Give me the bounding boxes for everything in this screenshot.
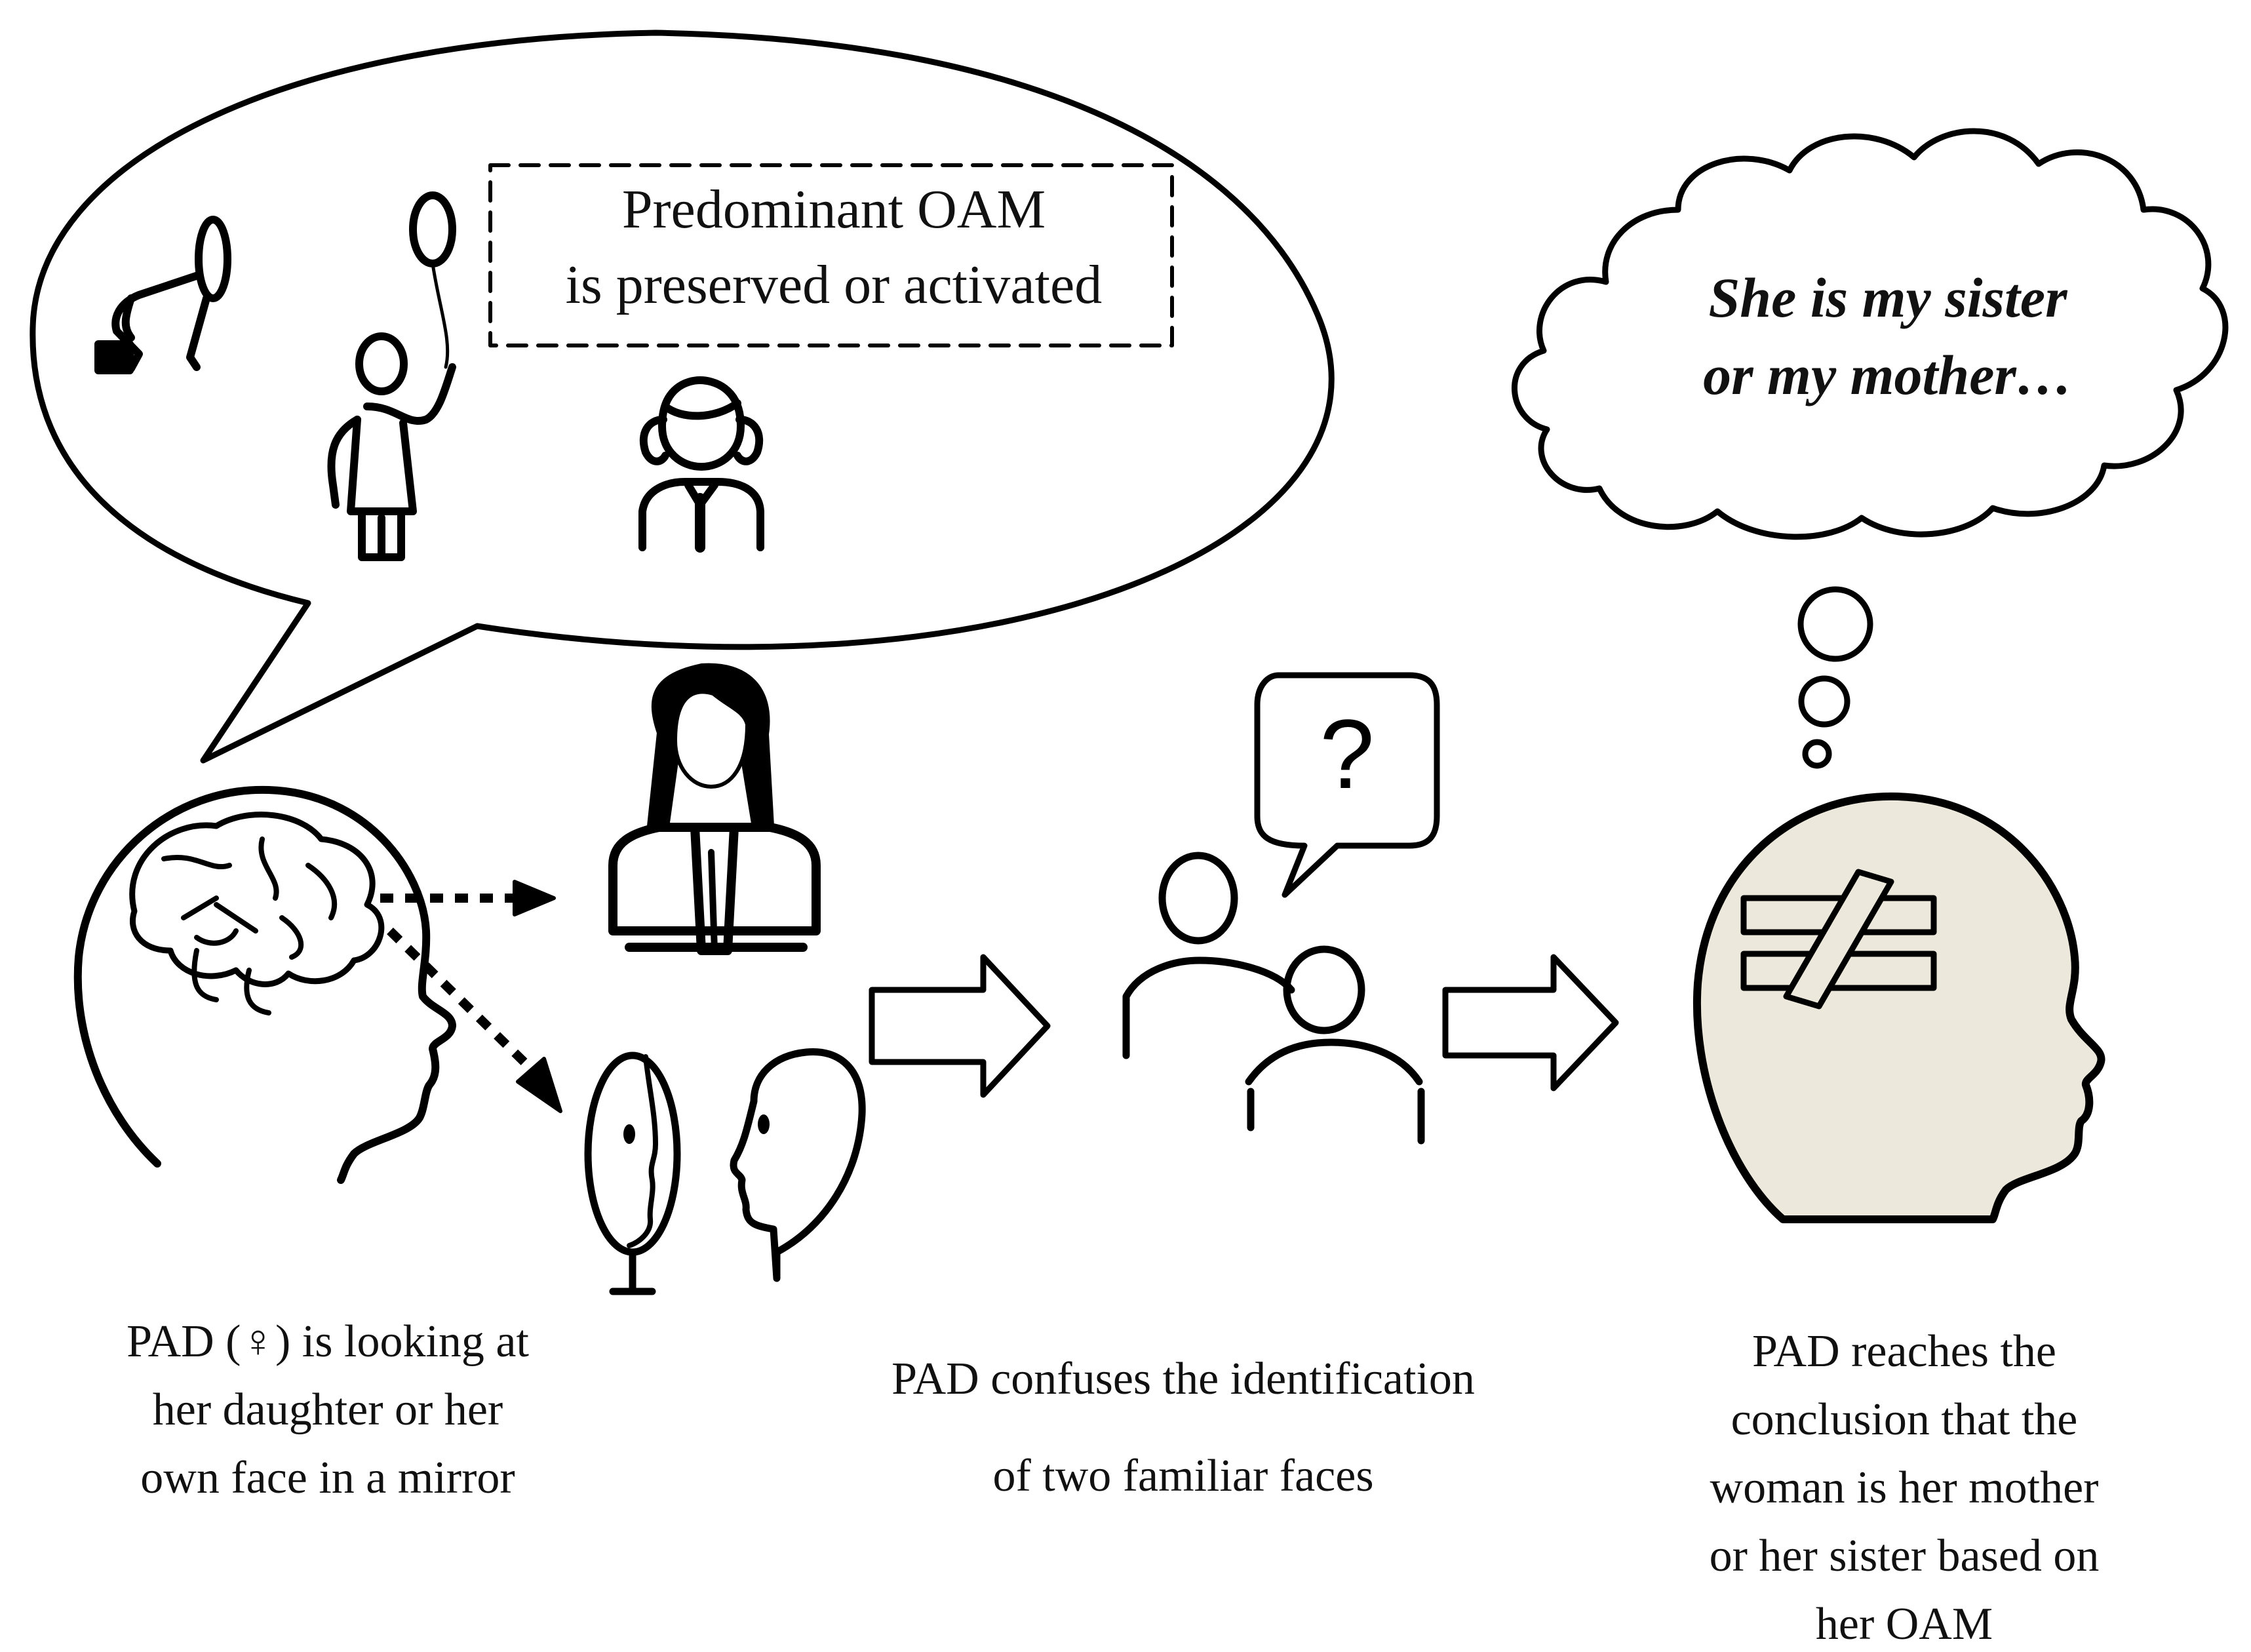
thinking-head-icon	[1693, 792, 2105, 1223]
caption-left: PAD (♀) is looking at her daughter or he…	[52, 1308, 603, 1512]
caption-left-line-2: her daughter or her	[152, 1385, 503, 1435]
profile-head-icon	[730, 1048, 866, 1282]
hollow-arrow-1	[869, 954, 1051, 1098]
adult-woman-icon	[608, 663, 821, 955]
oam-line-2: is preserved or activated	[565, 254, 1103, 315]
thought-bubble-small	[1802, 739, 1832, 769]
young-girl-icon	[638, 376, 764, 553]
thought-cloud	[1511, 128, 2229, 540]
dotted-arrow-to-mirror	[387, 927, 562, 1113]
caption-right-line-2: conclusion that the	[1731, 1394, 2078, 1445]
caption-middle-line-2: of two familiar faces	[992, 1451, 1374, 1501]
oam-dashed-box	[488, 163, 1174, 347]
brain-head-icon	[73, 785, 456, 1184]
not-equal-icon	[1740, 869, 1937, 1010]
caption-right-line-3: woman is her mother	[1710, 1463, 2099, 1513]
two-people-icon	[1122, 852, 1425, 1145]
question-bubble	[1254, 672, 1440, 898]
caption-right: PAD reaches the conclusion that the woma…	[1626, 1318, 2183, 1652]
thought-bubble-medium	[1798, 675, 1850, 728]
thought-line-2: or my mother…	[1703, 344, 2073, 406]
thought-text: She is my sister or my mother…	[1554, 259, 2222, 414]
caption-right-line-4: or her sister based on	[1709, 1531, 2100, 1581]
baby-crawling-icon	[94, 216, 231, 374]
question-mark: ?	[1320, 699, 1375, 809]
speech-bubble	[29, 30, 1335, 764]
caption-left-line-1: PAD (♀) is looking at	[127, 1316, 529, 1367]
oam-line-1: Predominant OAM	[621, 179, 1046, 240]
mirror-icon	[584, 1052, 681, 1295]
caption-right-line-1: PAD reaches the	[1752, 1326, 2056, 1377]
thought-line-1: She is my sister	[1708, 266, 2067, 329]
caption-right-line-5: her OAM	[1815, 1599, 1993, 1649]
caption-middle-line-1: PAD confuses the identification	[891, 1354, 1475, 1404]
hollow-arrow-2	[1442, 954, 1619, 1092]
thought-bubble-large	[1797, 586, 1873, 662]
caption-left-line-3: own face in a mirror	[140, 1453, 515, 1503]
caption-middle: PAD confuses the identification of two f…	[832, 1331, 1534, 1525]
oam-box-text: Predominant OAM is preserved or activate…	[493, 172, 1175, 323]
child-with-balloon-icon	[327, 191, 456, 561]
dotted-arrow-to-woman	[380, 880, 556, 916]
